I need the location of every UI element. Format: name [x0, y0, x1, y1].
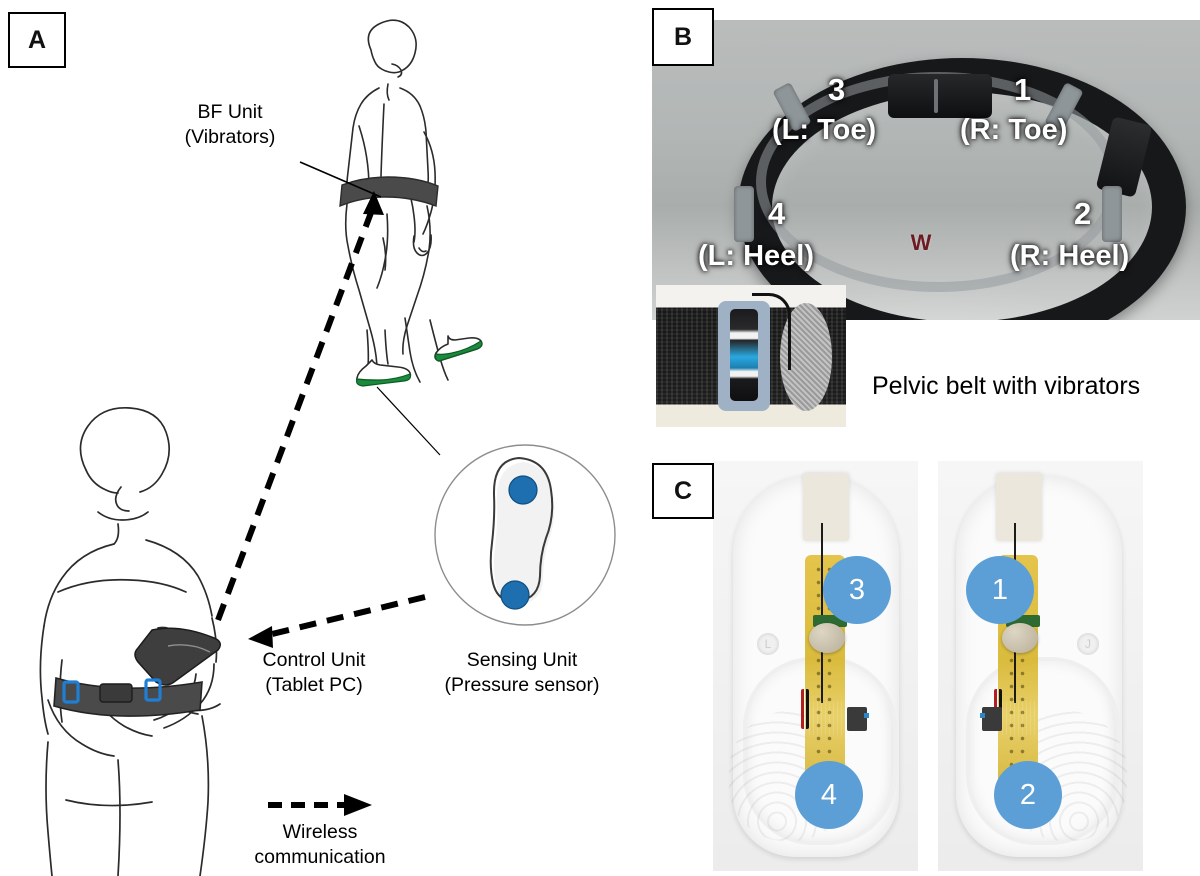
control-unit-subtitle: (Tablet PC) [265, 674, 363, 696]
panel-c-label: C [652, 463, 714, 519]
belt-marker-number-3: 3 [828, 72, 846, 107]
belt-brand-logo: W [910, 230, 932, 255]
sensing-unit-label: Sensing Unit (Pressure sensor) [410, 648, 634, 698]
insole-left-tape-patch [803, 473, 849, 541]
bf-unit-subtitle: (Vibrators) [184, 126, 276, 148]
belt-vibrator-left [62, 680, 80, 704]
wireless-legend-subtitle: communication [254, 846, 386, 868]
bf-unit-label: BF Unit (Vibrators) [140, 100, 320, 150]
panel-b-label: B [652, 8, 714, 66]
insole-right-size-mark: J [1077, 633, 1099, 655]
shoe-sole-rear-highlight [434, 340, 483, 362]
insole-marker-4: 4 [795, 761, 863, 829]
belt-marker-number-1: 1 [1014, 72, 1032, 107]
insole-right-tape-patch [996, 473, 1042, 541]
belt-vibrator-right [144, 678, 162, 702]
vibrator-cable [752, 293, 791, 370]
insole-left-mcu-chip [805, 701, 851, 735]
sensing-unit-subtitle: (Pressure sensor) [444, 674, 600, 696]
belt-marker-label-4: (L: Heel) [698, 240, 814, 272]
control-unit-title: Control Unit [262, 649, 366, 671]
wireless-arrow-sensor [248, 594, 426, 648]
insole-left-signal-wire [821, 523, 823, 703]
insole-left-connector [847, 707, 869, 731]
insole-right-connector [980, 707, 1002, 731]
insole-marker-2: 2 [994, 761, 1062, 829]
insole-left-power-wire [801, 689, 809, 729]
sensing-unit-title: Sensing Unit [466, 649, 578, 671]
insole-left-size-mark: L [757, 633, 779, 655]
panel-a-label: A [8, 12, 66, 68]
insole-right-mcu-chip [998, 701, 1044, 735]
vibrator-clip-4 [734, 186, 754, 242]
belt-buckle [99, 683, 133, 703]
wireless-arrow-belt [215, 191, 384, 622]
control-unit-label: Control Unit (Tablet PC) [224, 648, 404, 698]
pressure-sensor-dot-heel [500, 580, 530, 610]
insole-right-coin-battery [1002, 623, 1038, 653]
insole-photo-right: J 1 2 [938, 461, 1143, 871]
shoe-sole-front-highlight [356, 373, 411, 387]
belt-marker-number-2: 2 [1074, 196, 1092, 231]
insole-left-circuit [799, 473, 869, 801]
leader-foot-to-sensor [376, 386, 441, 456]
belt-marker-label-2: (R: Heel) [1010, 240, 1130, 272]
wireless-legend-title: Wireless [282, 821, 358, 843]
insole-left-coin-battery [809, 623, 845, 653]
leader-bf-unit [299, 161, 382, 198]
panel-b-caption: Pelvic belt with vibrators [872, 372, 1141, 400]
belt-marker-label-1: (R: Toe) [960, 114, 1068, 146]
insole-marker-1: 1 [966, 556, 1034, 624]
belt-center-buckle [888, 74, 992, 118]
sensing-unit-diagram [434, 444, 616, 626]
pressure-sensor-dot-toe [508, 475, 538, 505]
insole-right-circuit [980, 473, 1050, 801]
vibrator-closeup-photo [656, 285, 846, 427]
bf-unit-title: BF Unit [197, 101, 263, 123]
insole-photo-left: L 3 4 [713, 461, 918, 871]
panel-b-belt-photo: W 3 (L: Toe) 1 (R: Toe) 4 (L: Heel) 2 (R… [652, 20, 1200, 320]
pelvic-belt-on-figure [339, 176, 439, 208]
belt-marker-number-4: 4 [768, 196, 786, 231]
wireless-legend-label: Wireless communication [230, 820, 410, 870]
vibrator-clip-2 [1102, 186, 1122, 242]
tablet-pc [134, 627, 221, 686]
wireless-legend-arrow [268, 794, 372, 816]
insole-marker-3: 3 [823, 556, 891, 624]
belt-marker-label-3: (L: Toe) [772, 114, 877, 146]
panel-a: A [8, 12, 634, 876]
panel-a-illustration [39, 19, 616, 876]
